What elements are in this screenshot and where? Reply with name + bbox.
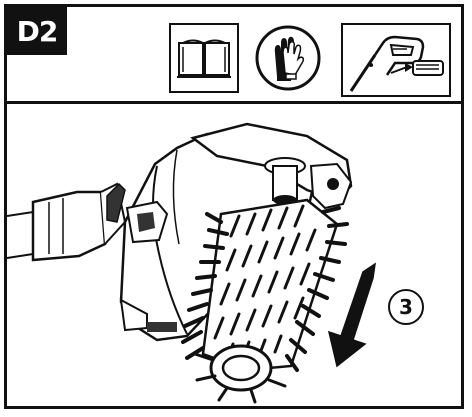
removal-arrow-icon xyxy=(327,262,376,368)
brushroll-illustration xyxy=(7,122,376,404)
read-manual-icon xyxy=(169,23,239,93)
detach-battery-icon xyxy=(341,23,451,97)
wear-gloves-icon xyxy=(253,23,323,93)
panel-header: D2 xyxy=(7,7,461,104)
step-code-badge: D2 xyxy=(7,7,67,55)
instruction-panel: D2 xyxy=(4,4,464,409)
step-number-badge: 3 xyxy=(388,289,424,325)
